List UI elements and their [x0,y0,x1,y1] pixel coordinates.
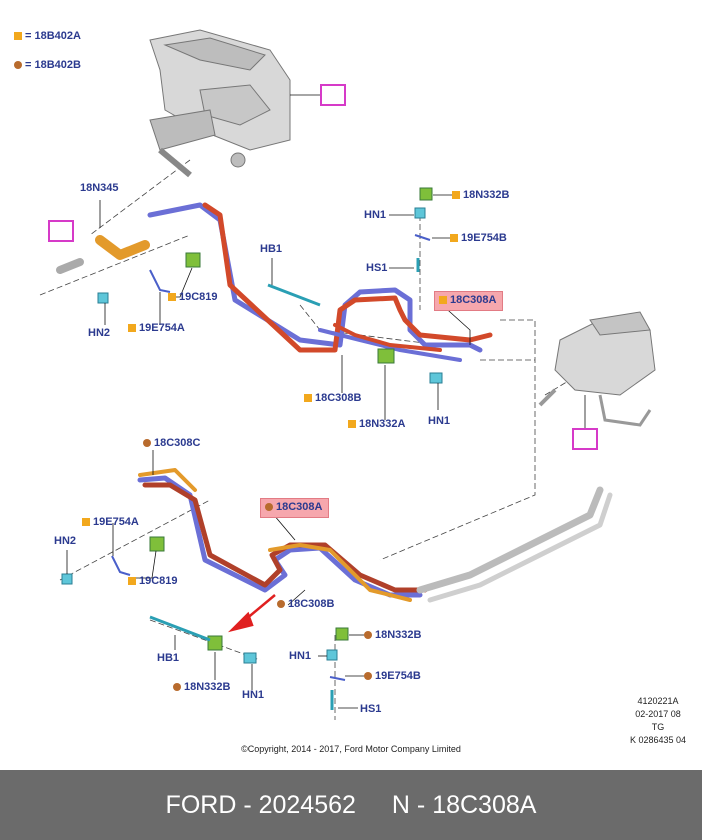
legend-circle: = 18B402B [14,59,81,71]
square-marker-icon [439,296,447,304]
ref-line-3: TG [651,722,665,732]
square-marker-icon [450,234,458,242]
footer-bar: FORD - 2024562 N - 18C308A [0,770,702,840]
circle-marker-icon [364,631,372,639]
label-18n345: 18N345 [80,182,119,194]
square-marker-icon [348,420,356,428]
view-icon-top [320,84,346,106]
label-hn1-topright: HN1 [364,209,387,221]
fittings [149,187,433,651]
circle-marker-icon [14,61,22,69]
label-hb1-top: HB1 [260,243,283,255]
label-18c308b-top: 18C308B [304,392,361,405]
square-marker-icon [168,293,176,301]
label-hn1-bottom: HN1 [289,650,312,662]
square-marker-icon [452,191,460,199]
label-hn1-mid: HN1 [428,415,451,427]
label-hb1-bottom: HB1 [157,652,180,664]
label-19c819-bottom: 19C819 [128,575,178,588]
label-18c308c: 18C308C [143,437,200,450]
hvac-unit-top [149,29,291,178]
label-19c819-top: 19C819 [168,291,218,304]
label-18n332b-bottom: 18N332B [364,629,421,642]
legend-square: = 18B402A [14,30,81,42]
bolts [149,258,420,710]
footer-part-number: N - 18C308A [391,790,537,819]
label-19e754a-bottom: 19E754A [82,516,139,529]
square-marker-icon [128,577,136,585]
parts-diagram [39,29,656,720]
circle-marker-icon [173,683,181,691]
label-19e754b-top: 19E754B [450,232,507,245]
label-hs1-bottom: HS1 [360,703,382,715]
legend-square-label: = 18B402A [25,30,81,42]
square-marker-icon [304,394,312,402]
square-marker-icon [82,518,90,526]
brackets [111,234,431,681]
view-icon-right [572,428,598,450]
label-18n332b-top: 18N332B [452,189,509,202]
label-19e754b-bottom: 19E754B [364,670,421,683]
footer-brand-part: FORD - 2024562 [165,790,356,819]
clips [61,207,443,664]
label-18c308a-bottom-highlighted: 18C308A [260,498,330,518]
reference-block: 4120221A 02-2017 08 TG K 0286435 04 [618,695,698,747]
square-marker-icon [128,324,136,332]
legend-circle-label: = 18B402B [25,59,81,71]
square-marker-icon [14,32,22,40]
leader-lines [66,94,586,709]
label-hs1-top: HS1 [366,262,388,274]
label-hn1-bottom-3: HN1 [242,689,265,701]
direction-arrow [227,594,276,633]
hose-assembly-bottom [137,468,613,603]
circle-marker-icon [265,503,273,511]
ref-line-4: K 0286435 04 [629,735,687,745]
label-19e754a-top: 19E754A [128,322,185,335]
ref-line-2: 02-2017 08 [635,709,681,719]
copyright-notice: ©Copyright, 2014 - 2017, Ford Motor Comp… [241,744,461,754]
hvac-unit-right [538,311,656,427]
label-hn2-top: HN2 [88,327,111,339]
circle-marker-icon [143,439,151,447]
label-18c308b-bottom: 18C308B [277,598,334,611]
circle-marker-icon [364,672,372,680]
hose-assembly-top [56,202,493,362]
label-hn2-bottom: HN2 [54,535,77,547]
label-18n332a: 18N332A [348,418,405,431]
ref-line-1: 4120221A [637,696,679,706]
label-18n332b-bottom-2: 18N332B [173,681,230,694]
circle-marker-icon [277,600,285,608]
view-icon-left [48,220,74,242]
label-18c308a-top-highlighted: 18C308A [434,291,504,311]
